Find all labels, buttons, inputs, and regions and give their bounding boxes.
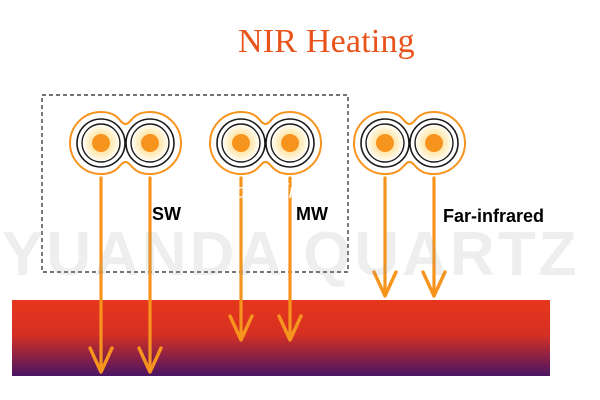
radiation-arrow	[228, 176, 254, 342]
radiation-arrow	[277, 176, 303, 342]
radiation-arrow-head	[88, 346, 114, 374]
lamp-filament	[232, 134, 250, 152]
lamp-filament	[376, 134, 394, 152]
radiation-arrow	[88, 176, 114, 374]
lamp-filament	[425, 134, 443, 152]
radiation-arrow-head	[277, 314, 303, 342]
radiation-arrow-head	[137, 346, 163, 374]
emitter-far-infrared	[353, 110, 466, 176]
emitter-mw	[209, 110, 322, 176]
heated-surface	[12, 300, 550, 376]
label-short-wave: SW	[152, 204, 181, 224]
emitter-sw	[69, 110, 182, 176]
radiation-arrow-head	[228, 314, 254, 342]
radiation-arrow-head	[421, 270, 447, 298]
label-far-infrared: Far-infrared	[443, 206, 545, 226]
lamp-filament	[281, 134, 299, 152]
lamp-filament	[141, 134, 159, 152]
radiation-arrow-head	[372, 270, 398, 298]
radiation-arrow	[137, 176, 163, 374]
radiation-arrow	[421, 176, 447, 298]
radiation-arrows	[88, 176, 447, 374]
radiation-arrow	[372, 176, 398, 298]
sw-mw-group-outline	[41, 94, 349, 273]
diagram-title: NIR Heating	[238, 23, 415, 60]
label-medium-wave: MW	[296, 204, 328, 224]
lamp-filament	[92, 134, 110, 152]
